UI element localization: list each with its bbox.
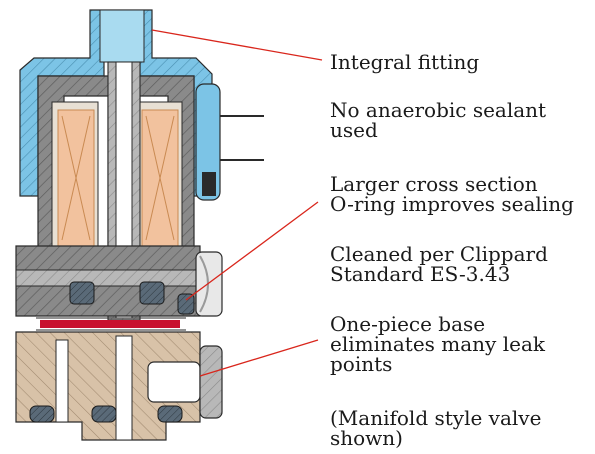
o-ring-base-left bbox=[29, 405, 55, 423]
callout-manifold-style: (Manifold style valve shown) bbox=[330, 406, 542, 450]
o-ring-upper-left bbox=[69, 281, 95, 305]
integral-fitting bbox=[19, 9, 213, 197]
coil-winding-right bbox=[135, 101, 183, 253]
o-ring-upper-right bbox=[139, 281, 165, 305]
leader-line-fitting bbox=[151, 29, 323, 61]
callout-larger-o-ring: Larger cross section O-ring improves sea… bbox=[330, 172, 574, 216]
coil-winding-left bbox=[51, 101, 99, 253]
leader-line-base bbox=[199, 339, 319, 377]
poppet-seal bbox=[36, 317, 186, 331]
o-ring-base-right bbox=[157, 405, 183, 423]
o-ring-side bbox=[177, 293, 195, 315]
electrical-connector bbox=[195, 83, 264, 201]
callout-integral-fitting: Integral fitting bbox=[330, 50, 480, 74]
one-piece-base bbox=[15, 331, 223, 441]
callout-no-anaerobic-sealant: No anaerobic sealant used bbox=[330, 98, 547, 142]
leader-line-oring bbox=[185, 201, 319, 301]
callout-cleaned-per-standard: Cleaned per Clippard Standard ES-3.43 bbox=[330, 242, 548, 286]
callout-one-piece-base: One-piece base eliminates many leak poin… bbox=[330, 312, 545, 376]
o-ring-base-center bbox=[91, 405, 117, 423]
